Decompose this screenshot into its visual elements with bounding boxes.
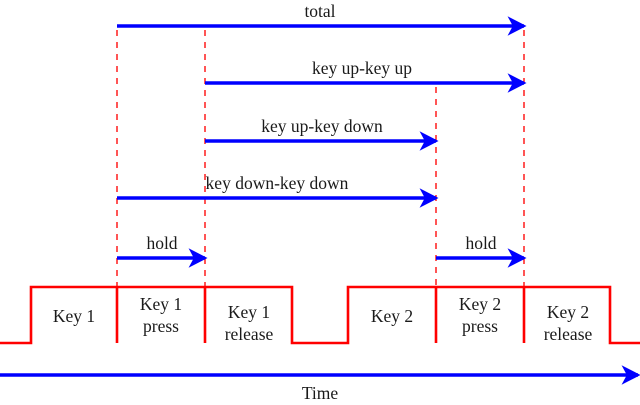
time-axis-label: Time: [302, 383, 339, 403]
measure-label-hold-1: hold: [146, 233, 177, 253]
key-signal-group: [0, 285, 640, 345]
segment-label-key-2-release-line2: release: [544, 324, 593, 344]
measure-label-key-down-key-down: key down-key down: [206, 173, 349, 193]
segment-label-key-1-line1: Key 1: [53, 306, 95, 326]
time-axis-group: Time: [0, 365, 640, 403]
measure-label-key-up-key-down: key up-key down: [261, 116, 383, 136]
segment-label-key-1-release-line2: release: [225, 324, 274, 344]
segment-label-key-2-release-line1: Key 2: [547, 302, 589, 322]
measure-arrow-group: total key up-key up key up-key down key dow…: [117, 1, 527, 268]
segment-label-key-2-press-line1: Key 2: [459, 294, 501, 314]
segment-label-key-1-press-line1: Key 1: [140, 294, 182, 314]
measure-label-hold-2: hold: [465, 233, 496, 253]
segment-label-key-1-press-line2: press: [143, 316, 179, 336]
measure-label-key-up-key-up: key up-key up: [312, 58, 412, 78]
segment-label-key-2-press-line2: press: [462, 316, 498, 336]
key-signal-wave: [0, 285, 640, 345]
measure-label-total: total: [304, 1, 335, 21]
segment-label-key-2-line1: Key 2: [371, 306, 413, 326]
segment-label-key-1-release-line1: Key 1: [228, 302, 270, 322]
